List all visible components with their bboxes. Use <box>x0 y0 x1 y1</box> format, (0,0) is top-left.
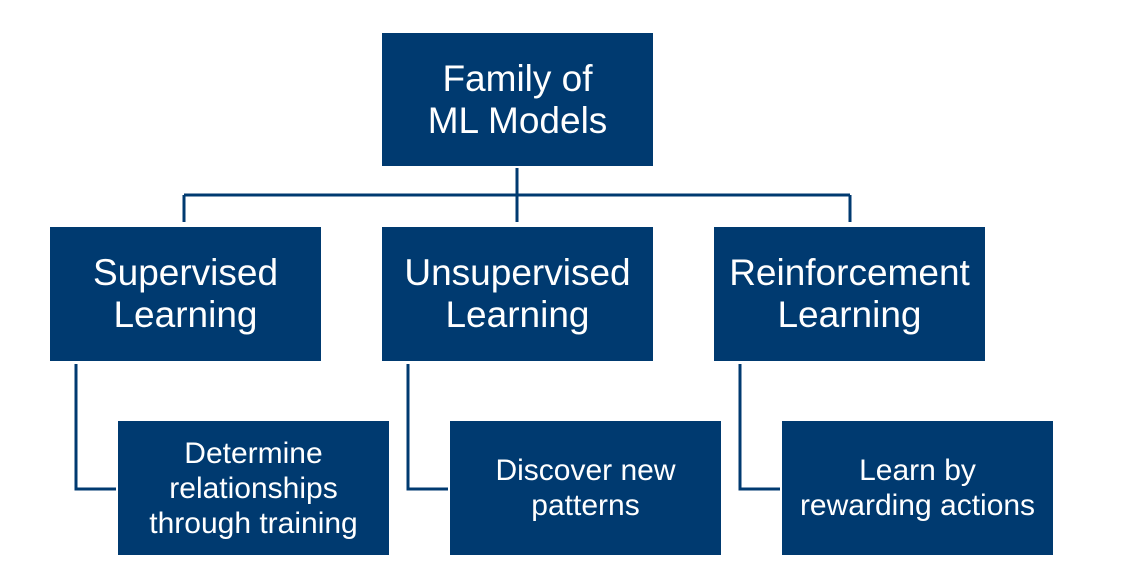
description-box-reinforcement: Learn by rewarding actions <box>782 421 1053 555</box>
category-label-unsupervised: Unsupervised Learning <box>404 252 631 335</box>
category-box-reinforcement: Reinforcement Learning <box>714 227 985 361</box>
category-box-unsupervised: Unsupervised Learning <box>382 227 653 361</box>
root-node-label: Family of ML Models <box>427 57 608 141</box>
description-box-supervised: Determine relationships through training <box>118 421 389 555</box>
description-text-supervised: Determine relationships through training <box>149 436 358 540</box>
category-box-supervised: Supervised Learning <box>50 227 321 361</box>
root-node-box: Family of ML Models <box>382 33 653 166</box>
elbow-line-supervised <box>74 364 116 491</box>
category-label-reinforcement: Reinforcement Learning <box>729 252 970 335</box>
description-text-reinforcement: Learn by rewarding actions <box>799 454 1036 522</box>
description-text-unsupervised: Discover new patterns <box>495 454 676 522</box>
elbow-line-unsupervised <box>406 364 448 491</box>
elbow-line-reinforcement <box>738 364 780 491</box>
category-label-supervised: Supervised Learning <box>92 252 279 335</box>
description-box-unsupervised: Discover new patterns <box>450 421 721 555</box>
